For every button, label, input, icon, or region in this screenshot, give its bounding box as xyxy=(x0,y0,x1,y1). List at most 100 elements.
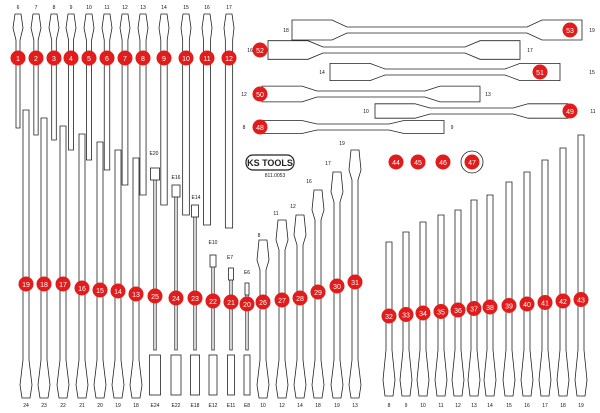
wrench-outline xyxy=(520,171,534,397)
badge-lower: 23 xyxy=(187,290,203,306)
top-size-label: 8 xyxy=(53,5,56,11)
top-size-label: 13 xyxy=(140,5,146,11)
e-socket-outline xyxy=(190,354,200,396)
wrench-outline xyxy=(483,194,497,397)
wrench-outline xyxy=(467,199,481,397)
extension-right-label: 19 xyxy=(589,28,595,34)
e-size-label: E20 xyxy=(150,151,159,157)
wrench-outline xyxy=(293,214,307,399)
extension-right-label: 15 xyxy=(589,70,595,76)
extension-left-label: 14 xyxy=(319,70,325,76)
top-size-label: 17 xyxy=(226,5,232,11)
bottom-size-label: 19 xyxy=(115,403,121,409)
badge-number: 24 xyxy=(172,296,180,303)
badge-lower: 19 xyxy=(18,276,34,292)
badge-number: 7 xyxy=(123,56,127,63)
badge-number: 5 xyxy=(87,56,91,63)
extension-left-label: 8 xyxy=(243,125,246,131)
badge-number: 33 xyxy=(402,312,410,319)
bottom-size-label: E11 xyxy=(227,403,236,409)
badge-top: 9 xyxy=(156,50,172,66)
badge-number: 2 xyxy=(34,56,38,63)
badge-lower: 31 xyxy=(347,274,363,290)
badge-top: 4 xyxy=(63,50,79,66)
badge-number: 21 xyxy=(227,300,235,307)
badge-number: 35 xyxy=(437,309,445,316)
badge-number: 13 xyxy=(132,292,140,299)
e-socket-outline xyxy=(149,354,161,396)
badge-lower: 30 xyxy=(329,278,345,294)
bottom-right-size-label: 14 xyxy=(487,403,493,409)
badge-extension: 52 xyxy=(252,42,268,58)
badge-lower: 26 xyxy=(255,294,271,310)
step-size-label: 8 xyxy=(258,233,261,239)
wrench-outline xyxy=(275,219,289,399)
badge-number: 36 xyxy=(454,308,462,315)
wrench-outline xyxy=(201,13,213,226)
badge-number: 9 xyxy=(162,56,166,63)
badge-number: 29 xyxy=(314,290,322,297)
extension-bar-outline xyxy=(267,40,521,60)
badge-number: 51 xyxy=(536,70,544,77)
extension-right-label: 13 xyxy=(485,92,491,98)
e-socket-outline xyxy=(228,267,234,281)
badge-top: 5 xyxy=(81,50,97,66)
badge-extension: 50 xyxy=(252,86,268,102)
e-socket-shaft xyxy=(174,197,178,351)
extension-left-label: 18 xyxy=(283,28,289,34)
badge-right: 35 xyxy=(433,304,449,319)
bottom-right-size-label: 9 xyxy=(405,403,408,409)
extension-bar-outline xyxy=(374,103,569,119)
badge-number: 34 xyxy=(419,311,427,318)
bottom-right-size-label: 16 xyxy=(524,403,530,409)
step-size-label: 16 xyxy=(306,179,312,185)
badge-right: 39 xyxy=(501,298,517,313)
wrench-outline xyxy=(180,13,192,216)
badge-number: 41 xyxy=(541,300,549,307)
bottom-right-size-label: 8 xyxy=(388,403,391,409)
bottom-right-size-label: 19 xyxy=(578,403,584,409)
badge-number: 22 xyxy=(209,299,217,306)
badge-right: 43 xyxy=(573,292,589,307)
badge-small: 46 xyxy=(435,154,451,170)
wrench-outline xyxy=(75,133,89,399)
extension-right-label: 17 xyxy=(527,48,533,54)
badge-number: 32 xyxy=(385,314,393,321)
badge-right: 38 xyxy=(482,299,498,315)
wrench-outline xyxy=(538,159,552,397)
wrench-outline xyxy=(223,13,235,229)
badge-lower: 16 xyxy=(74,280,90,296)
badge-number: 14 xyxy=(114,289,122,296)
badge-number: 48 xyxy=(256,125,264,132)
logo-brand: KS TOOLS xyxy=(247,158,293,168)
wrench-outline xyxy=(348,149,362,399)
badge-number: 18 xyxy=(40,282,48,289)
e-socket-outline xyxy=(227,354,235,396)
step-size-label: 11 xyxy=(273,211,278,217)
badge-right: 33 xyxy=(398,307,414,322)
badge-extension: 49 xyxy=(562,103,578,119)
e-socket-outline xyxy=(243,354,251,396)
bottom-size-label: 14 xyxy=(297,403,303,409)
e-socket-shaft xyxy=(193,217,197,351)
wrench-outline xyxy=(65,13,77,151)
e-size-label: E10 xyxy=(209,240,218,246)
bottom-size-label: 13 xyxy=(352,403,358,409)
bottom-size-label: E22 xyxy=(172,403,181,409)
e-socket-outline xyxy=(171,184,181,198)
wrench-outline xyxy=(119,13,131,186)
badge-number: 19 xyxy=(22,282,30,289)
bottom-size-label: E24 xyxy=(151,403,160,409)
badge-top: 3 xyxy=(46,50,62,66)
wrench-outline xyxy=(158,13,170,206)
logo-article-number: 811.0053 xyxy=(265,173,286,179)
wrench-outline xyxy=(137,13,149,196)
top-size-label: 6 xyxy=(17,5,20,11)
extension-left-label: 12 xyxy=(241,92,247,98)
bottom-right-size-label: 15 xyxy=(506,403,512,409)
tool-outlines xyxy=(12,13,588,399)
bottom-right-size-label: 10 xyxy=(420,403,426,409)
badge-top: 8 xyxy=(135,50,151,66)
bottom-right-size-label: 13 xyxy=(471,403,477,409)
wrench-outline xyxy=(56,125,70,399)
